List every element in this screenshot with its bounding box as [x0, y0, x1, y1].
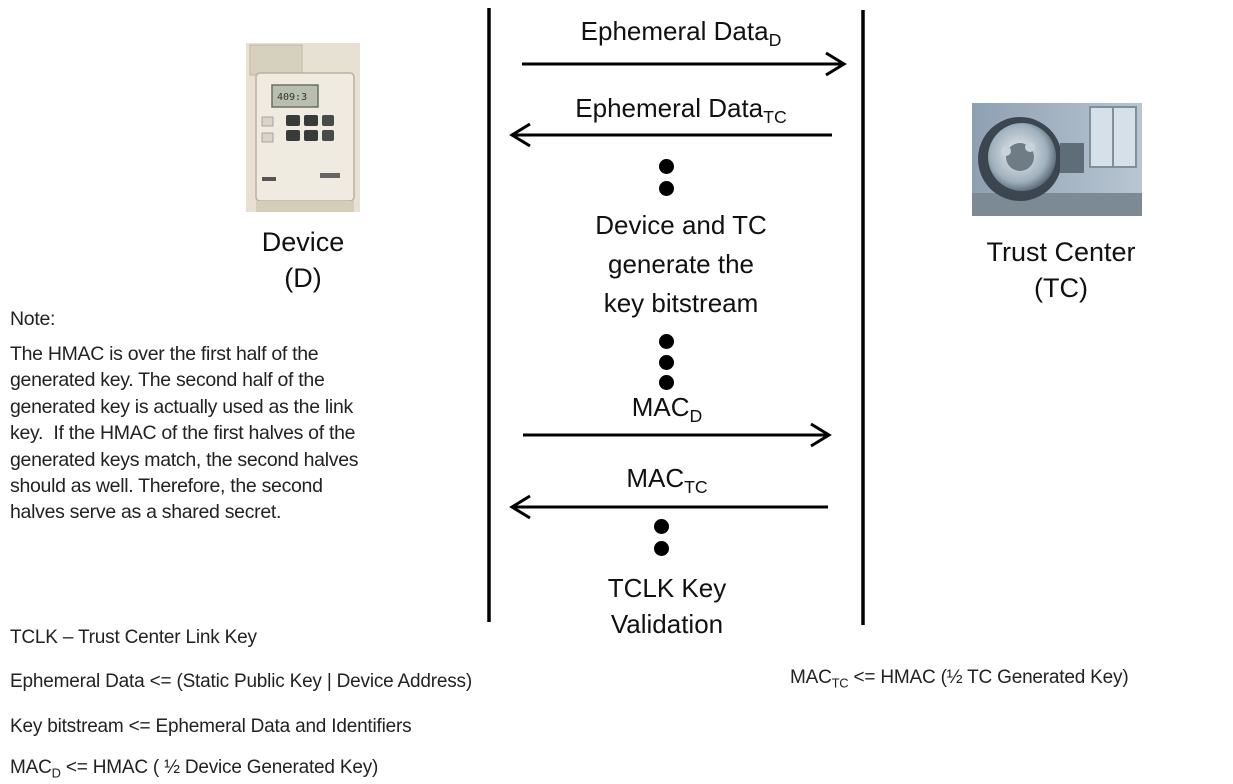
trust-center-label-name: Trust Center — [986, 237, 1136, 267]
note-line: generated keys match, the second halves — [10, 448, 359, 471]
message-generate-line: generate the — [607, 249, 754, 279]
ellipsis-dot — [654, 519, 669, 534]
arrowhead-ephemeral-tc — [509, 122, 531, 148]
legend-mac-d: MACD <= HMAC ( ½ Device Generated Key) — [10, 757, 378, 779]
message-mac-d-sub: D — [689, 406, 703, 427]
message-ephemeral-d: Ephemeral DataD — [500, 14, 862, 51]
arrowhead-ephemeral-d — [825, 51, 847, 77]
message-ephemeral-tc-text: Ephemeral Data — [575, 93, 764, 123]
device-label: Device (D) — [208, 224, 398, 296]
device-thermostat-image: 409:3 — [246, 43, 360, 212]
legend-mac-d-sub: D — [51, 765, 61, 781]
svg-text:409:3: 409:3 — [277, 92, 307, 103]
legend-mac-d-prefix: MAC — [10, 757, 52, 778]
message-mac-d: MACD — [500, 390, 834, 427]
ellipsis-dot — [659, 355, 674, 370]
legend-mac-tc-prefix: MAC — [790, 667, 832, 688]
ellipsis-dot — [654, 541, 669, 556]
ellipsis-dot — [659, 159, 674, 174]
legend-tclk: TCLK – Trust Center Link Key — [10, 627, 257, 648]
meter-icon — [972, 103, 1142, 216]
message-generate-line: key bitstream — [603, 288, 759, 318]
message-validation-line: TCLK Key — [607, 573, 727, 603]
message-ephemeral-tc: Ephemeral DataTC — [500, 91, 862, 128]
message-generate-line: Device and TC — [595, 210, 767, 240]
device-label-abbr: (D) — [284, 263, 322, 293]
message-validation: TCLK Key Validation — [500, 570, 834, 642]
legend-mac-d-rest: <= HMAC ( ½ Device Generated Key) — [60, 757, 379, 778]
message-validation-line: Validation — [610, 609, 724, 639]
message-mac-tc-sub: TC — [684, 477, 708, 498]
device-label-name: Device — [261, 227, 345, 257]
note-line: generated key is actually used as the li… — [10, 395, 353, 418]
legend-ephemeral: Ephemeral Data <= (Static Public Key | D… — [10, 671, 472, 692]
message-mac-tc: MACTC — [500, 461, 834, 498]
trust-center-label: Trust Center (TC) — [946, 234, 1176, 306]
message-ephemeral-d-text: Ephemeral Data — [580, 16, 769, 46]
trust-center-label-abbr: (TC) — [1034, 273, 1088, 303]
note-title: Note: — [10, 308, 56, 330]
message-mac-tc-text: MAC — [626, 463, 685, 493]
ellipsis-dot — [659, 334, 674, 349]
ellipsis-dot — [659, 375, 674, 390]
note-line: The HMAC is over the first half of the — [10, 343, 319, 365]
legend-key-bitstream: Key bitstream <= Ephemeral Data and Iden… — [10, 716, 412, 737]
note-line: should as well. Therefore, the second — [10, 475, 323, 498]
message-ephemeral-d-sub: D — [768, 30, 782, 51]
message-mac-d-text: MAC — [631, 392, 690, 422]
message-ephemeral-tc-sub: TC — [763, 107, 787, 128]
note-body: The HMAC is over the first half of the g… — [10, 341, 480, 526]
arrowhead-mac-tc — [509, 494, 531, 520]
arrowhead-mac-d — [810, 422, 832, 448]
trust-center-meter-image — [972, 103, 1142, 216]
legend-mac-tc-sub: TC — [831, 675, 849, 691]
message-generate: Device and TC generate the key bitstream — [500, 206, 862, 323]
thermostat-icon: 409:3 — [246, 43, 360, 212]
legend-mac-tc-rest: <= HMAC (½ TC Generated Key) — [848, 667, 1129, 688]
ellipsis-dot — [659, 181, 674, 196]
legend-mac-tc: MACTC <= HMAC (½ TC Generated Key) — [790, 667, 1129, 691]
note-line: generated key. The second half of the — [10, 369, 325, 392]
note-line: key. If the HMAC of the first halves of … — [10, 422, 356, 445]
note-line: halves serve as a shared secret. — [10, 501, 282, 524]
